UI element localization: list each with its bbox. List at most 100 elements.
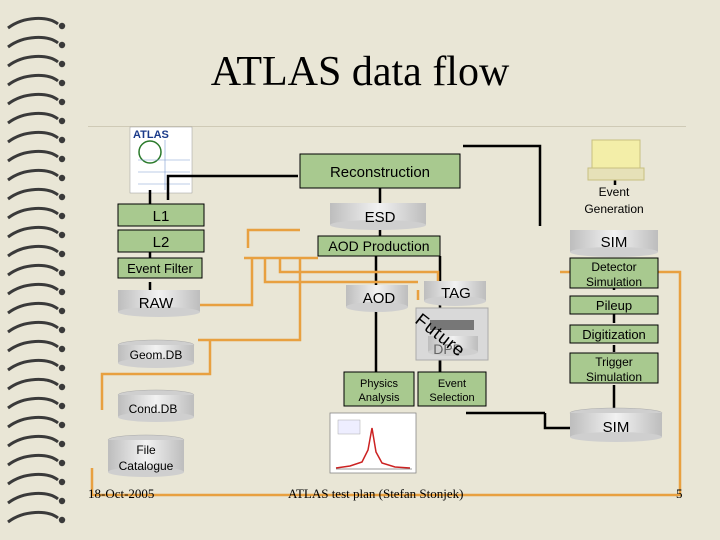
spiral-loop	[7, 36, 59, 49]
physics-analysis-box	[343, 371, 415, 407]
pileup-label: Pileup	[596, 298, 632, 313]
spiral-loop	[7, 340, 59, 353]
spiral-loop	[7, 473, 59, 486]
spiral-loop	[7, 397, 59, 410]
sim-top-cylinder	[570, 230, 658, 257]
future-dark-box	[430, 320, 474, 330]
spiral-hole	[58, 60, 66, 68]
esd-cylinder	[330, 203, 426, 230]
trigger-simulation-label-2: Simulation	[586, 370, 642, 384]
trigger-simulation-box	[569, 352, 659, 384]
event-selection-label-2: Selection	[429, 392, 474, 404]
event-filter-box	[117, 257, 203, 279]
reconstruction-box	[299, 153, 461, 189]
tag-cylinder	[424, 281, 486, 306]
spiral-loop	[7, 55, 59, 68]
computer-monitor-icon	[587, 139, 645, 181]
spiral-loop	[7, 131, 59, 144]
aod-label: AOD	[363, 290, 396, 307]
spiral-hole	[58, 231, 66, 239]
footer-date: 18-Oct-2005	[88, 486, 155, 501]
histogram-plot-icon	[329, 412, 417, 474]
page-number: 5	[676, 486, 683, 501]
spiral-hole	[58, 383, 66, 391]
footer-title: ATLAS test plan (Stefan Stonjek)	[288, 486, 464, 501]
spiral-loop	[7, 74, 59, 87]
event-generation-label-1: Event	[599, 185, 630, 199]
spiral-hole	[58, 326, 66, 334]
spiral-hole	[58, 440, 66, 448]
spiral-loop	[7, 245, 59, 258]
conddb-cylinder	[117, 389, 195, 422]
digitization-label: Digitization	[582, 327, 646, 342]
file-catalogue-label-2: Catalogue	[119, 459, 174, 473]
raw-label: RAW	[139, 295, 174, 312]
sim-bottom-cylinder	[569, 407, 663, 442]
tag-label: TAG	[441, 285, 471, 302]
spiral-loop	[7, 17, 59, 30]
slide-title: ATLAS data flow	[210, 49, 510, 95]
spiral-loop	[7, 492, 59, 505]
spiral-hole	[58, 250, 66, 258]
spiral-loop	[7, 207, 59, 220]
spiral-loop	[7, 188, 59, 201]
digitization-box	[569, 324, 659, 344]
spiral-loop	[7, 416, 59, 429]
spiral-hole	[58, 497, 66, 505]
l1-box	[117, 203, 205, 227]
spiral-loop	[7, 378, 59, 391]
spiral-hole	[58, 478, 66, 486]
l1-label: L1	[153, 208, 170, 225]
svg-text:ATLAS: ATLAS	[133, 129, 169, 141]
spiral-loop	[7, 454, 59, 467]
spiral-loop	[7, 226, 59, 239]
spiral-loop	[7, 264, 59, 277]
spiral-hole	[58, 41, 66, 49]
spiral-hole	[58, 288, 66, 296]
spiral-hole	[58, 155, 66, 163]
spiral-loop	[7, 435, 59, 448]
spiral-hole	[58, 269, 66, 277]
event-filter-label: Event Filter	[127, 261, 193, 276]
spiral-loop	[7, 150, 59, 163]
spiral-hole	[58, 345, 66, 353]
event-selection-box	[417, 371, 487, 407]
spiral-loop	[7, 302, 59, 315]
spiral-hole	[58, 174, 66, 182]
trigger-simulation-label-1: Trigger	[595, 355, 633, 369]
title-divider	[88, 126, 686, 127]
l2-label: L2	[153, 234, 170, 251]
spiral-hole	[58, 193, 66, 201]
detector-simulation-label-1: Detector	[591, 260, 636, 274]
spiral-loop	[7, 169, 59, 182]
spiral-hole	[58, 136, 66, 144]
spiral-loop	[7, 283, 59, 296]
aod-production-label: AOD Production	[328, 238, 429, 254]
spiral-hole	[58, 402, 66, 410]
spiral-loop	[7, 359, 59, 372]
event-selection-label-1: Event	[438, 378, 466, 390]
l2-box	[117, 229, 205, 253]
esd-label: ESD	[365, 209, 396, 226]
spiral-loop	[7, 321, 59, 334]
aod-production-box	[317, 235, 441, 257]
conddb-label: Cond.DB	[129, 402, 178, 416]
sim-top-label: SIM	[601, 234, 628, 251]
physics-analysis-label-2: Analysis	[359, 392, 400, 404]
spiral-hole	[58, 79, 66, 87]
aod-cylinder	[346, 285, 408, 312]
spiral-hole	[58, 98, 66, 106]
spiral-hole	[58, 212, 66, 220]
dpd-cylinder	[428, 336, 478, 356]
detector-simulation-label-2: Simulation	[586, 275, 642, 289]
atlas-logo-icon: ATLAS	[129, 126, 193, 194]
file-catalogue-label-1: File	[136, 443, 156, 457]
spiral-hole	[58, 364, 66, 372]
spiral-hole	[58, 22, 66, 30]
event-generation-label-2: Generation	[584, 202, 643, 216]
spiral-hole	[58, 117, 66, 125]
reconstruction-label: Reconstruction	[330, 164, 430, 181]
raw-cylinder	[118, 290, 200, 317]
dpd-label: DPD	[433, 341, 463, 357]
